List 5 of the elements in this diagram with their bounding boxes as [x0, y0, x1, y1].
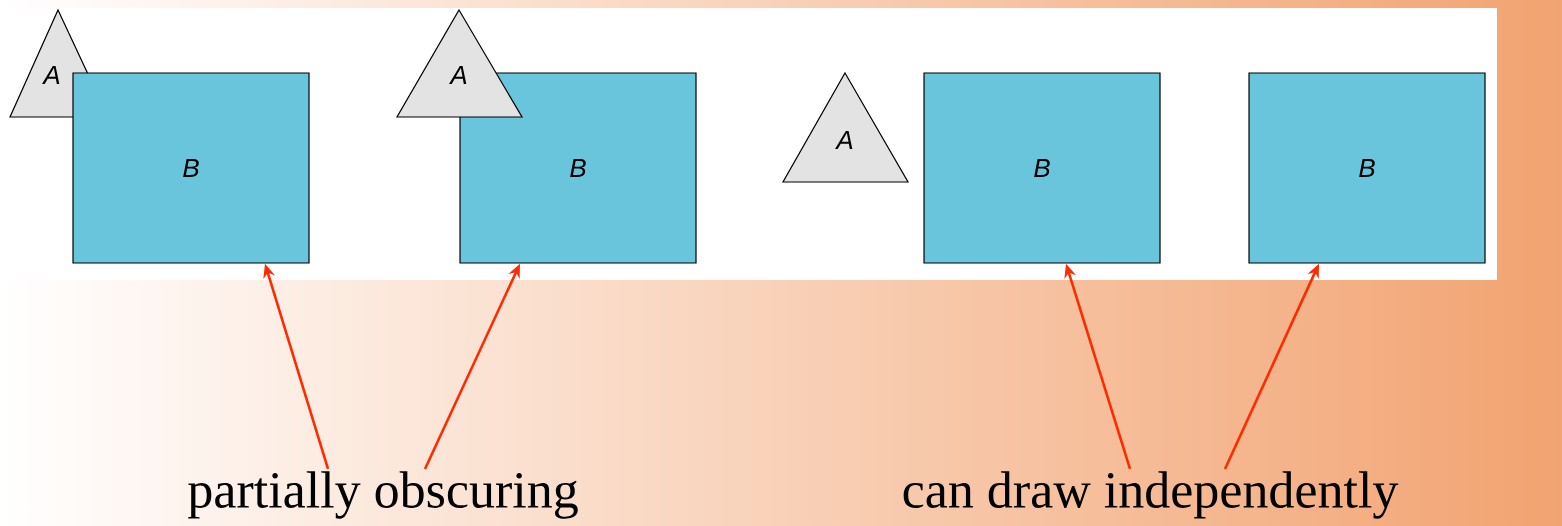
rectangle: B	[923, 72, 1161, 264]
rectangle: B	[1248, 72, 1486, 264]
rectangle: B	[72, 72, 310, 264]
caption: partially obscuring	[188, 471, 578, 519]
caption: can draw independently	[903, 471, 1399, 519]
